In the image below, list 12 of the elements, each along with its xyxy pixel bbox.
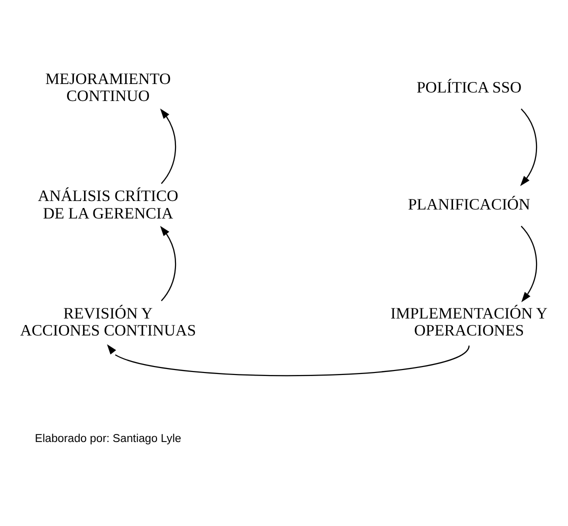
- arrow: [520, 108, 538, 186]
- label: Elaborado por: Santiago Lyle: [34, 432, 182, 445]
- node-text: PLANIFICACIÓN: [408, 196, 530, 214]
- arrow: [160, 108, 176, 184]
- arrow: [107, 344, 470, 376]
- node-text: MEJORAMIENTO CONTINUO: [45, 70, 171, 105]
- node-text: IMPLEMENTACIÓN Y OPERACIONES: [390, 305, 548, 340]
- arrow: [520, 226, 538, 302]
- node-text: POLÍTICA SSO: [416, 79, 522, 96]
- node-text: ANÁLISIS CRÍTICO DE LA GERENCIA: [38, 188, 178, 222]
- arrow: [160, 226, 176, 302]
- node-text: REVISIÓN Y ACCIONES CONTINUAS: [20, 305, 196, 340]
